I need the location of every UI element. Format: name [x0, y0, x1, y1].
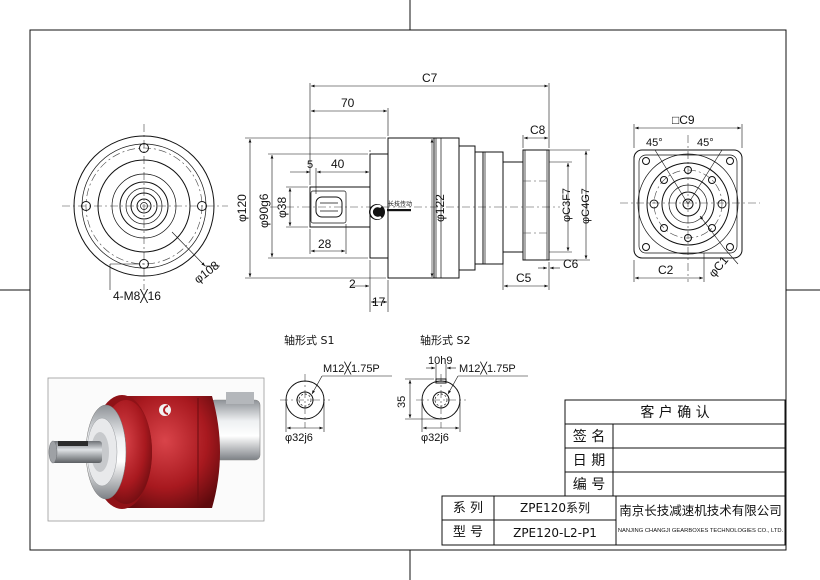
dim-angle-left: 45°	[646, 137, 663, 149]
dim-phi38: φ38	[275, 197, 289, 218]
dim-28: 28	[318, 237, 332, 251]
changji-logo-icon: 长技传动	[369, 200, 412, 220]
side-view: 长技传动	[270, 137, 560, 279]
title-block	[441, 399, 786, 546]
date-field[interactable]	[614, 449, 784, 471]
dim-c7: C7	[422, 71, 438, 85]
signature-field[interactable]	[614, 425, 784, 447]
model-label: 型 号	[452, 525, 484, 540]
series-label: 系 列	[452, 501, 484, 516]
company-name-en: NANJING CHANGJI GEARBOXES TECHNOLOGIES C…	[617, 528, 784, 534]
dim-c8: C8	[530, 123, 546, 137]
dim-17: 17	[372, 295, 386, 309]
shaft-s1-thread: M12╳1.75P	[323, 361, 380, 375]
dim-70: 70	[341, 96, 355, 110]
dim-5: 5	[307, 159, 313, 171]
shaft-s2-height: 35	[396, 396, 408, 408]
number-label: 编 号	[572, 477, 606, 493]
dim-phi120: φ120	[235, 194, 249, 222]
shaft-s1-detail: 轴形式 S1 M12╳1.75P φ32j6	[280, 333, 392, 444]
side-view-dimensions: C7 70 C8 5 40 φ120 φ90g6 φ38 28	[235, 71, 592, 312]
product-photo	[47, 377, 265, 522]
dim-c2: C2	[658, 263, 674, 277]
logo-brand-text: 长技传动	[388, 200, 412, 208]
series-value: ZPE120系列	[520, 501, 590, 515]
dim-c3f7: φC3F7	[561, 188, 573, 222]
dim-c4g7: φC4G7	[580, 188, 592, 224]
company-name: 南京长技减速机技术有限公司	[619, 503, 782, 518]
dim-angle-right: 45°	[697, 137, 714, 149]
output-flange-view: φ108 4-M8╳16	[62, 124, 228, 303]
shaft-s2-key: 10h9	[428, 355, 452, 367]
dim-phi108: φ108	[191, 258, 222, 286]
customer-confirm-header: 客 户 确 认	[640, 405, 710, 421]
dim-phi122: φ122	[433, 194, 447, 222]
date-label: 日 期	[572, 453, 606, 469]
dim-phi90g6: φ90g6	[257, 193, 271, 228]
number-field[interactable]	[614, 473, 784, 495]
dim-c5: C5	[516, 271, 532, 285]
input-flange-view: 45° 45° □C9 C2 φC1	[620, 113, 760, 282]
shaft-s2-title: 轴形式 S2	[420, 333, 470, 347]
dim-2: 2	[349, 277, 356, 291]
dim-holes: 4-M8╳16	[113, 288, 161, 303]
dim-c1: φC1	[706, 253, 732, 280]
shaft-s1-diameter: φ32j6	[285, 432, 313, 444]
signature-label: 签 名	[572, 429, 606, 445]
dim-40: 40	[331, 157, 345, 171]
shaft-s1-title: 轴形式 S1	[284, 333, 334, 347]
dim-c9: □C9	[672, 113, 695, 127]
model-value: ZPE120-L2-P1	[513, 526, 597, 540]
dim-c6: C6	[563, 257, 579, 271]
shaft-s2-thread: M12╳1.75P	[459, 361, 516, 375]
shaft-s2-detail: 轴形式 S2 10h9 M12╳1.75P 35 φ32j6	[396, 333, 528, 444]
shaft-s2-diameter: φ32j6	[421, 432, 449, 444]
